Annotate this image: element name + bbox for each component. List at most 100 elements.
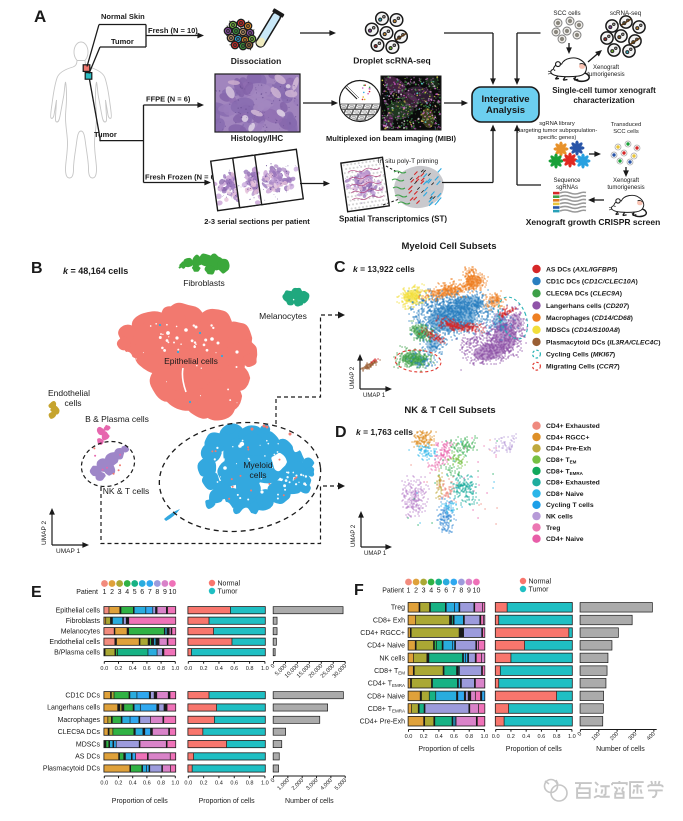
svg-text:(targeting tumor subpopulation: (targeting tumor subpopulation- (517, 128, 598, 134)
svg-text:CD4+ Naive: CD4+ Naive (546, 536, 584, 543)
svg-text:0.6: 0.6 (143, 781, 151, 787)
svg-text:Fibroblasts: Fibroblasts (183, 278, 225, 288)
svg-text:Patient: Patient (76, 589, 98, 596)
svg-text:Treg: Treg (546, 525, 560, 532)
svg-text:Tumor: Tumor (218, 589, 239, 596)
svg-text:300: 300 (628, 731, 639, 742)
svg-text:Xenograft: Xenograft (613, 178, 639, 184)
svg-text:4: 4 (125, 589, 129, 596)
svg-text:Proportion of cells: Proportion of cells (506, 746, 563, 753)
svg-text:Fresh Frozen (N = 6): Fresh Frozen (N = 6) (145, 173, 218, 182)
svg-text:Tumor: Tumor (94, 130, 117, 139)
svg-text:Number of cells: Number of cells (285, 798, 334, 805)
svg-text:0.6: 0.6 (230, 781, 238, 787)
svg-text:MDSCs: MDSCs (76, 741, 101, 748)
svg-text:Myeloid Cell Subsets: Myeloid Cell Subsets (401, 241, 496, 252)
svg-text:B: B (31, 260, 43, 277)
svg-text:cells: cells (249, 470, 266, 480)
svg-text:UMAP 1: UMAP 1 (56, 548, 80, 555)
svg-text:CD4+ Naive: CD4+ Naive (367, 643, 405, 650)
svg-text:specific genes): specific genes) (538, 135, 577, 141)
svg-text:0.8: 0.8 (157, 666, 165, 672)
svg-text:0.8: 0.8 (157, 781, 165, 787)
svg-text:10: 10 (169, 589, 177, 596)
svg-text:8: 8 (459, 588, 463, 595)
svg-text:Myeloid: Myeloid (243, 460, 273, 470)
svg-text:CLEC9A DCs (CLEC9A): CLEC9A DCs (CLEC9A) (546, 291, 622, 298)
svg-text:5: 5 (437, 588, 441, 595)
svg-text:SCC cells: SCC cells (553, 10, 580, 17)
svg-text:Melanocytes: Melanocytes (259, 311, 307, 321)
svg-text:NK & T Cell Subsets: NK & T Cell Subsets (404, 405, 495, 416)
svg-text:0.6: 0.6 (230, 666, 238, 672)
svg-text:0.8: 0.8 (553, 734, 561, 740)
svg-text:Cycling T cells: Cycling T cells (546, 502, 594, 509)
svg-text:CD4+ TEMRA: CD4+ TEMRA (368, 681, 405, 689)
svg-text:B & Plasma cells: B & Plasma cells (85, 414, 149, 424)
svg-text:0.0: 0.0 (184, 666, 192, 672)
svg-text:6: 6 (444, 588, 448, 595)
svg-text:Cycling Cells (MKI67): Cycling Cells (MKI67) (546, 351, 615, 358)
svg-text:Endothelial cells: Endothelial cells (49, 639, 100, 646)
svg-text:0.4: 0.4 (215, 666, 223, 672)
svg-text:Integrative: Integrative (481, 94, 529, 105)
svg-text:Patient: Patient (382, 588, 404, 595)
svg-text:3: 3 (422, 588, 426, 595)
svg-text:CD1C DCs (CD1C/CLEC10A): CD1C DCs (CD1C/CLEC10A) (546, 279, 638, 286)
svg-text:CD4+ Pre-Exh: CD4+ Pre-Exh (546, 446, 591, 453)
svg-text:7: 7 (148, 589, 152, 596)
svg-text:F: F (354, 582, 364, 599)
svg-text:Transduced: Transduced (611, 122, 641, 128)
svg-text:tumorigenesis: tumorigenesis (607, 185, 644, 191)
svg-text:0: 0 (270, 663, 276, 669)
svg-text:SCC cells: SCC cells (613, 129, 639, 135)
svg-text:1.0: 1.0 (481, 734, 489, 740)
svg-text:characterization: characterization (573, 96, 634, 105)
svg-text:UMAP 1: UMAP 1 (364, 551, 387, 557)
svg-text:200: 200 (609, 731, 620, 742)
svg-text:B/Plasma cells: B/Plasma cells (54, 649, 100, 656)
svg-text:0.4: 0.4 (522, 734, 530, 740)
svg-text:0: 0 (577, 731, 583, 737)
svg-text:8: 8 (155, 589, 159, 596)
svg-text:1.0: 1.0 (568, 734, 576, 740)
svg-text:UMAP 2: UMAP 2 (351, 524, 357, 547)
svg-text:CD8+ TEM: CD8+ TEM (374, 668, 405, 676)
svg-text:Droplet scRNA-seq: Droplet scRNA-seq (353, 56, 430, 66)
svg-text:9: 9 (467, 588, 471, 595)
svg-text:CD8+ TEMRA: CD8+ TEMRA (546, 468, 584, 476)
svg-text:0.6: 0.6 (450, 734, 458, 740)
svg-text:0.2: 0.2 (420, 734, 428, 740)
svg-text:Tumor: Tumor (529, 587, 550, 594)
svg-text:In situ poly-T priming: In situ poly-T priming (378, 158, 439, 165)
svg-text:0.2: 0.2 (200, 666, 208, 672)
svg-text:Epithelial cells: Epithelial cells (56, 607, 101, 614)
svg-text:Migrating Cells (CCR7): Migrating Cells (CCR7) (546, 364, 620, 371)
svg-text:1.0: 1.0 (261, 666, 269, 672)
svg-text:0.8: 0.8 (246, 666, 254, 672)
svg-text:1: 1 (103, 589, 107, 596)
svg-text:CD8+ Naive: CD8+ Naive (546, 491, 584, 498)
svg-text:Histology/IHC: Histology/IHC (231, 134, 284, 143)
svg-text:0.0: 0.0 (184, 781, 192, 787)
svg-text:0.6: 0.6 (538, 734, 546, 740)
svg-text:UMAP 2: UMAP 2 (41, 521, 48, 545)
svg-text:CD8+ Exhausted: CD8+ Exhausted (546, 480, 600, 487)
svg-text:10: 10 (473, 588, 481, 595)
svg-text:2: 2 (110, 589, 114, 596)
svg-text:0.2: 0.2 (115, 781, 123, 787)
svg-text:Tumor: Tumor (111, 37, 134, 46)
svg-text:CD4+ Exhausted: CD4+ Exhausted (546, 423, 600, 430)
svg-text:UMAP 1: UMAP 1 (363, 393, 386, 399)
svg-text:6: 6 (140, 589, 144, 596)
svg-text:tumorigenesis: tumorigenesis (587, 72, 624, 78)
svg-text:Dissociation: Dissociation (231, 56, 282, 66)
svg-text:0.0: 0.0 (100, 781, 108, 787)
svg-text:Treg: Treg (391, 605, 405, 612)
svg-text:2-3 serial sections per patien: 2-3 serial sections per patient (204, 217, 310, 226)
svg-text:1.0: 1.0 (171, 781, 179, 787)
svg-text:Xenograft: Xenograft (593, 65, 619, 71)
svg-text:Xenograft growth CRISPR screen: Xenograft growth CRISPR screen (526, 217, 661, 227)
svg-text:9: 9 (163, 589, 167, 596)
svg-text:Spatial Transcriptomics (ST): Spatial Transcriptomics (ST) (339, 215, 447, 224)
